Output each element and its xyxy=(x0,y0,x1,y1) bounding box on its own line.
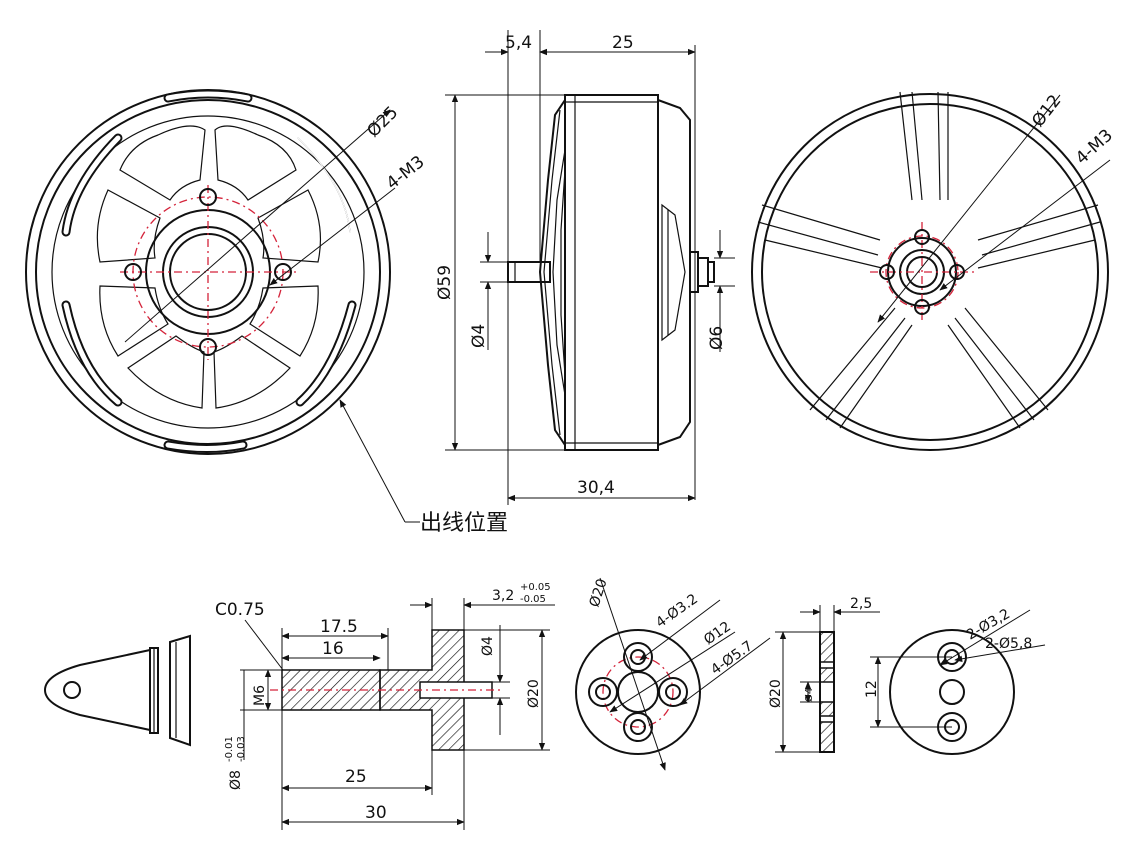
rear-dia-label: Ø12 xyxy=(1028,91,1065,131)
spoke-windows xyxy=(96,125,322,409)
adapter-len-175: 17.5 xyxy=(320,617,358,637)
adapter-section: C0.75 17.5 16 M6 Ø8 -0.01 -0.03 3,2 +0.0… xyxy=(215,582,555,830)
washer-large-holes: 2-Ø5,8 xyxy=(985,636,1032,652)
adapter-flange-thk: 3,2 xyxy=(492,588,514,604)
rim-slots xyxy=(61,89,357,453)
flange-face: Ø20 4-Ø3.2 Ø12 4-Ø5.7 xyxy=(575,577,771,771)
side-total-length: 30,4 xyxy=(577,478,615,498)
adapter-len-25: 25 xyxy=(345,767,367,787)
front-dia-label: Ø25 xyxy=(363,103,402,142)
adapter-tol-minus: -0.05 xyxy=(520,594,546,605)
adapter-tol-plus: +0.05 xyxy=(520,582,551,593)
flange-small-holes: 4-Ø3.2 xyxy=(653,591,701,631)
washer-inner-dia: Ø4 xyxy=(803,688,815,702)
adapter-chamfer: C0.75 xyxy=(215,600,265,620)
washer-spacing: 12 xyxy=(864,680,880,698)
adapter-base-tol2: -0.03 xyxy=(236,736,247,762)
front-screw-label: 4-M3 xyxy=(383,152,429,194)
front-view: Ø25 4-M3 出线位置 xyxy=(25,89,508,536)
rear-view: Ø12 4-M3 xyxy=(751,91,1117,451)
flange-circle-dia: Ø12 xyxy=(701,619,734,649)
rear-spokes xyxy=(757,91,1101,429)
side-view: 5,4 25 Ø59 Ø4 Ø6 30,4 xyxy=(435,30,735,505)
washer-outer-dia: Ø20 xyxy=(768,679,784,708)
flange-outer-dia: Ø20 xyxy=(587,577,611,609)
rear-screw-label: 4-M3 xyxy=(1072,125,1117,168)
side-body-dia: Ø59 xyxy=(435,265,455,300)
side-top-large: 25 xyxy=(612,33,634,53)
adapter-thread: M6 xyxy=(252,685,268,706)
washer-side: 2,5 Ø20 Ø4 xyxy=(768,596,880,753)
side-top-small: 5,4 xyxy=(505,33,532,53)
side-shaft-dia: Ø4 xyxy=(469,324,489,348)
wire-exit-label: 出线位置 xyxy=(420,511,508,536)
adapter-bore-dia: Ø4 xyxy=(480,636,496,656)
adapter-base-dia: Ø8 xyxy=(228,770,244,790)
adapter-base-tol1: -0.01 xyxy=(224,736,235,762)
washer-face: 12 2-Ø3,2 2-Ø5,8 xyxy=(864,606,1046,755)
adapter-cap xyxy=(43,634,191,747)
side-rear-dia: Ø6 xyxy=(707,326,727,350)
flange-holes xyxy=(588,642,688,742)
adapter-flange-dia: Ø20 xyxy=(526,679,542,708)
adapter-len-30: 30 xyxy=(365,803,387,823)
adapter-len-16: 16 xyxy=(322,639,344,659)
washer-thickness: 2,5 xyxy=(850,596,872,612)
